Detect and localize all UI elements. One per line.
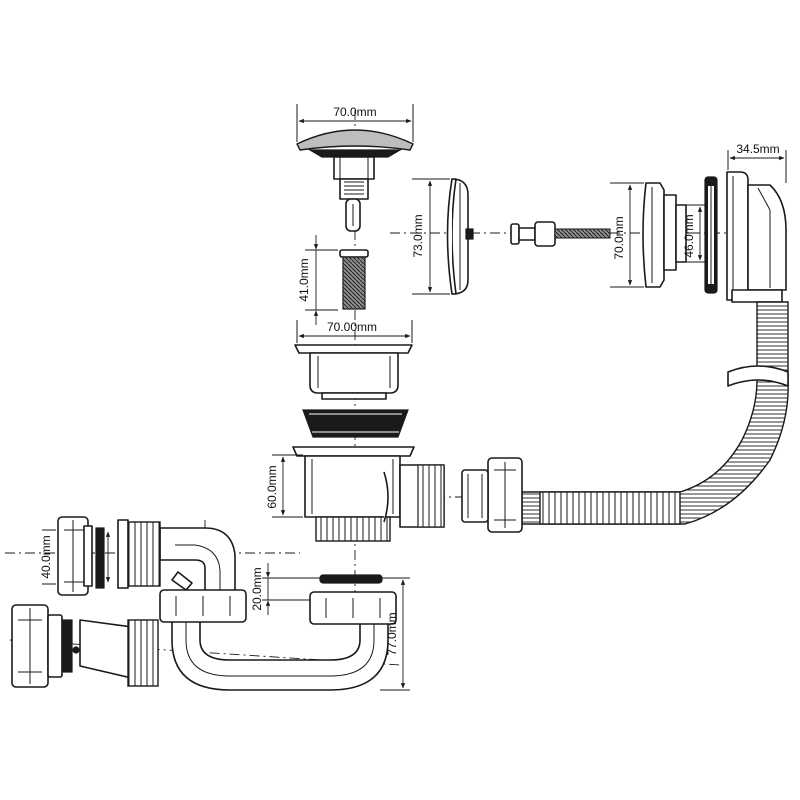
body-height-label: 60.0mm: [265, 465, 279, 508]
inner-height-label: 46.0mm: [682, 214, 696, 257]
rubber-gasket: [302, 409, 409, 438]
plate-height-dimension: 73.0mm: [411, 178, 450, 295]
outlet-diameter-dimension: 40.0mm: [39, 529, 111, 585]
threaded-stem: [339, 249, 369, 310]
trap-seal-dimension: 20.0mm: [250, 563, 330, 615]
popup-cap: [296, 129, 414, 232]
outlet-coupling: [95, 519, 161, 589]
trap-left-nut: [159, 589, 247, 623]
trap-height-label: 77.0mm: [385, 612, 399, 655]
strainer-width-label: 70.00mm: [327, 320, 377, 334]
stem-length-label: 41.0mm: [297, 258, 311, 301]
disc-height-label: 70.0mm: [612, 216, 626, 259]
trap-height-dimension: 77.0mm: [380, 577, 410, 691]
trap-right-nut: [309, 591, 397, 625]
disc-height-dimension: 70.0mm: [610, 182, 644, 288]
overflow-depth-label: 34.5mm: [736, 142, 779, 156]
inner-height-dimension: 46.0mm: [682, 204, 706, 263]
trap-seal-label: 20.0mm: [250, 567, 264, 610]
cap-width-label: 70.0mm: [333, 105, 376, 119]
cap-width-dimension: 70.0mm: [296, 104, 414, 142]
overflow-depth-dimension: 34.5mm: [727, 142, 787, 183]
stem-length-dimension: 41.0mm: [297, 235, 338, 325]
trap-seal-ring: [319, 574, 383, 584]
overflow-screw: [510, 221, 611, 247]
body-height-dimension: 60.0mm: [265, 454, 303, 518]
waste-body: [292, 446, 445, 542]
strainer-dimension: 70.00mm: [296, 320, 413, 343]
overflow-washer: [704, 176, 718, 294]
overflow-body: [726, 171, 787, 303]
overflow-cover-plate: [446, 178, 474, 295]
flexible-overflow-hose: [521, 301, 789, 525]
lower-outlet-pipe: [79, 619, 159, 687]
outlet-elbow: [159, 527, 236, 593]
outlet-diameter-label: 40.0mm: [39, 535, 53, 578]
outlet-union-nut: [57, 516, 93, 596]
strainer-flange: [294, 344, 413, 400]
hose-union-nut: [461, 457, 523, 533]
lower-union-nut: [11, 604, 80, 688]
plate-height-label: 73.0mm: [411, 214, 425, 257]
u-trap: [171, 617, 389, 691]
overflow-disc: [642, 182, 687, 288]
